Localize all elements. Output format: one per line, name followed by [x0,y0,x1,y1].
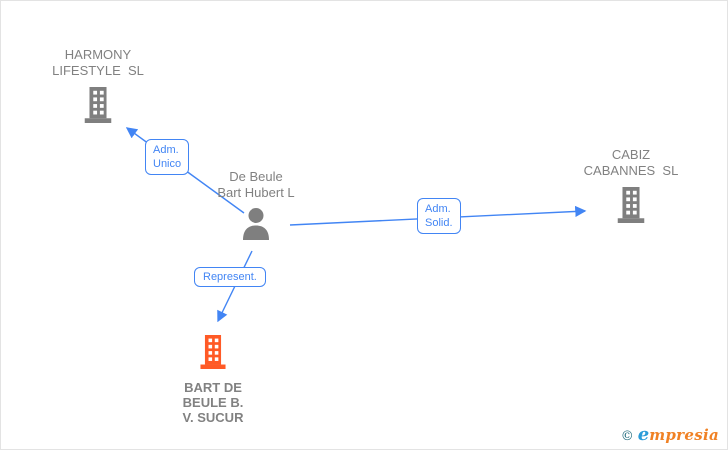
empresia-logo: ©empresia [621,424,719,445]
node-cabiz-cabannes[interactable]: CABIZ CABANNES SL [551,147,711,228]
edge-label-adm-solid: Adm. Solid. [417,198,461,234]
edge-label-adm-unico: Adm. Unico [145,139,190,175]
node-harmony-label: HARMONY LIFESTYLE SL [52,47,144,78]
building-icon [82,87,114,128]
person-icon [240,207,272,246]
brand-initial: e [637,424,650,445]
node-bart-label: BART DE BEULE B. V. SUCUR [182,380,244,425]
brand-rest: mpresia [649,426,719,444]
node-harmony-lifestyle[interactable]: HARMONY LIFESTYLE SL [18,47,178,128]
node-person-label: De Beule Bart Hubert L [217,169,295,200]
edge-label-represent: Represent. [194,267,266,287]
node-cabiz-label: CABIZ CABANNES SL [583,147,679,178]
node-de-beule-person[interactable]: De Beule Bart Hubert L [176,169,336,246]
building-icon [615,187,647,228]
building-icon [197,335,229,374]
copyright-icon: © [620,429,634,444]
node-bart-de-beule-sucur[interactable]: BART DE BEULE B. V. SUCUR [133,335,293,425]
